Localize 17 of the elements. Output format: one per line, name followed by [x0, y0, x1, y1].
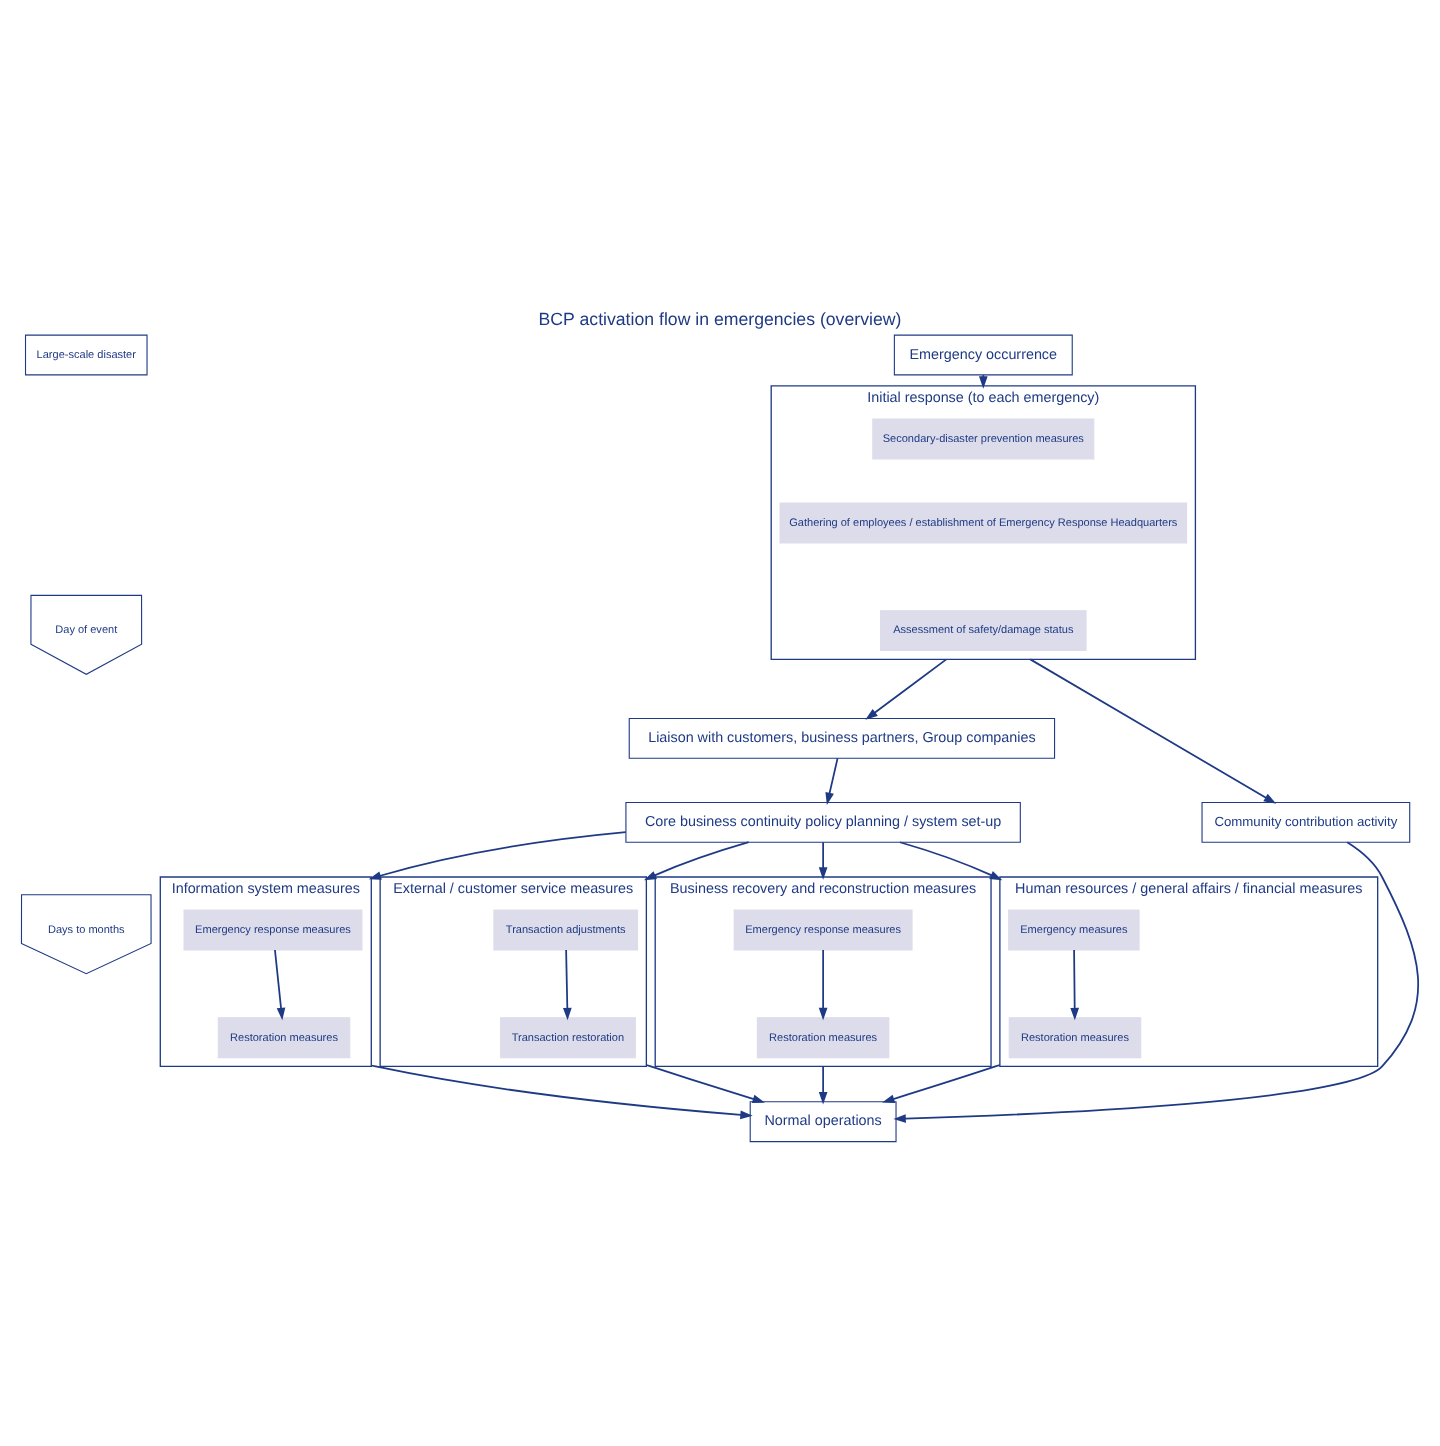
arrow — [370, 1063, 753, 1119]
arrow — [563, 948, 572, 1020]
arrow — [368, 830, 627, 879]
arrow — [643, 840, 750, 880]
arrow — [893, 840, 1419, 1122]
arrow — [274, 948, 286, 1020]
arrow — [899, 840, 1003, 880]
arrow — [818, 1064, 828, 1104]
arrow — [825, 756, 839, 804]
arrow — [645, 1063, 765, 1103]
arrow — [1029, 657, 1277, 803]
arrow — [865, 657, 948, 719]
arrow — [818, 840, 828, 879]
diagram-title: BCP activation flow in emergencies (overview) — [538, 307, 902, 328]
arrow — [818, 948, 828, 1020]
arrow — [1070, 948, 1080, 1020]
arrow — [882, 1063, 1001, 1102]
